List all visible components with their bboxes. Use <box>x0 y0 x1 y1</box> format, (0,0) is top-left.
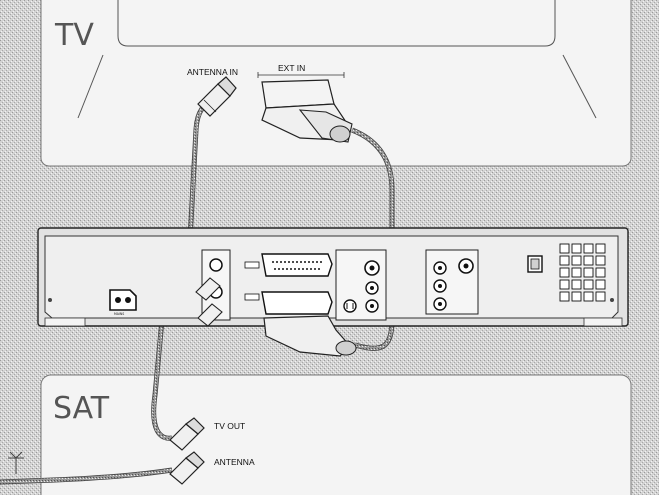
tv-out-plug-icon <box>169 417 205 451</box>
scart-plug-recorder-icon <box>263 315 357 357</box>
scart-ext2-socket-icon <box>261 291 333 315</box>
antenna-in-plug-icon <box>197 76 237 117</box>
tv-title: TV <box>54 18 94 53</box>
scart-plug-tv-icon <box>261 79 353 143</box>
rf-in-socket-icon <box>209 258 223 272</box>
rf-out-plug-icon <box>197 303 223 327</box>
rf-in-plug-icon <box>195 277 221 301</box>
antenna-symbol-icon <box>8 451 24 474</box>
tv-panel: TV ANTENNA IN EXT IN <box>40 0 632 167</box>
antenna-in-label: ANTENNA IN <box>187 67 238 77</box>
recorder-rear-panel: MAINS <box>37 227 629 327</box>
ext-in-label: EXT IN <box>278 63 305 73</box>
mains-label: MAINS <box>114 312 124 316</box>
tv-out-label: TV OUT <box>214 421 245 431</box>
antenna-label: ANTENNA <box>214 457 255 467</box>
ventilation-grid <box>559 243 606 302</box>
mains-socket-icon: MAINS <box>109 289 137 316</box>
svideo-socket-icon <box>343 299 357 313</box>
scart-ext1-socket-icon <box>261 253 333 277</box>
antenna-plug-icon <box>169 451 205 485</box>
sat-title: SAT <box>53 391 110 426</box>
